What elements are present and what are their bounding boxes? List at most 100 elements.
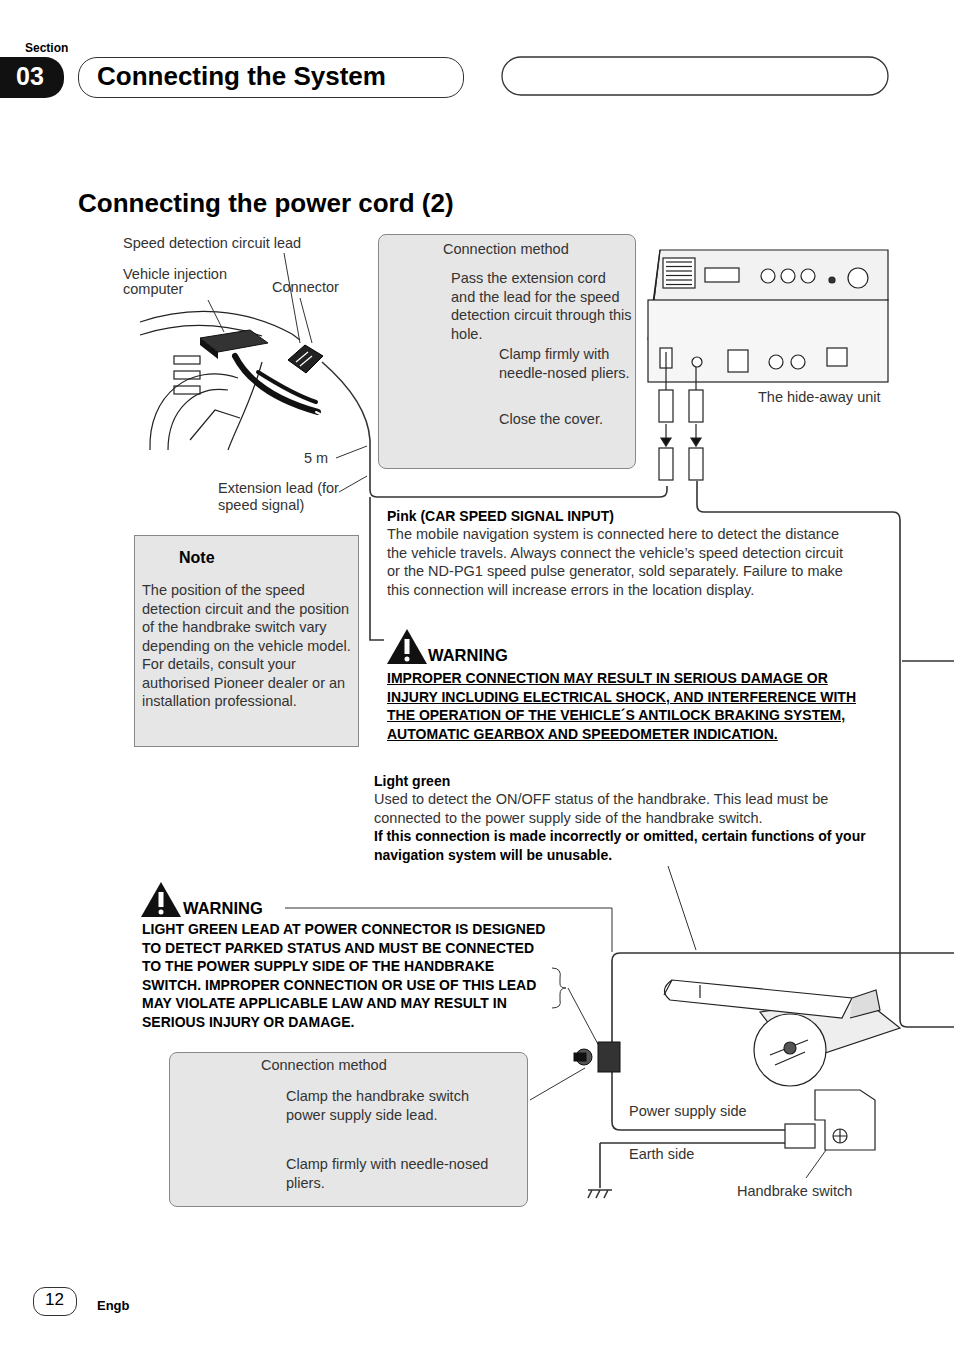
section-heading: Connecting the System — [97, 60, 457, 92]
handbrake-lever — [664, 980, 900, 1086]
leader-lines — [806, 1150, 826, 1178]
dashboard-sketch — [168, 389, 228, 450]
page-title: Connecting the power cord (2) — [78, 187, 598, 219]
leader-lines — [336, 446, 367, 458]
hide-away-unit — [663, 258, 695, 288]
step-text: Close the cover. — [499, 410, 633, 429]
light-green-wire — [612, 953, 954, 1130]
hide-away-unit — [827, 348, 847, 366]
hide-away-unit — [728, 350, 748, 372]
dashboard-sketch — [174, 371, 200, 379]
section-number-text: 03 — [16, 60, 60, 92]
body-text: Used to detect the ON/OFF status of the … — [374, 790, 874, 827]
warning-icon — [159, 910, 164, 915]
handbrake-lever — [754, 1014, 826, 1086]
light-green-wire — [588, 1190, 612, 1198]
wire-tap-clamp — [574, 1042, 620, 1072]
speed-connector — [296, 352, 312, 366]
hide-away-unit — [666, 266, 692, 267]
leader-lines — [339, 476, 367, 492]
power-plug — [666, 352, 696, 390]
handbrake-lever — [664, 980, 852, 1018]
handbrake-switch — [815, 1090, 875, 1150]
handbrake-lever — [770, 1040, 808, 1065]
light-green-wire — [600, 1143, 785, 1188]
hide-away-unit — [666, 275, 692, 276]
harness-cable — [258, 372, 316, 402]
power-plug — [691, 438, 701, 446]
step-text: Clamp firmly with needle-nosed pliers. — [499, 345, 633, 382]
hide-away-unit — [781, 269, 795, 283]
speed-wire — [370, 497, 384, 640]
dashboard-sketch — [140, 311, 292, 334]
power-plug — [659, 448, 673, 480]
handbrake-switch — [785, 1124, 815, 1148]
wire-tap-clamp — [598, 1042, 620, 1072]
power-plug — [659, 352, 703, 480]
hide-away-unit — [648, 250, 888, 382]
hide-away-unit — [692, 357, 702, 367]
part-label: The hide-away unit — [758, 388, 898, 407]
hide-away-unit — [801, 269, 815, 283]
connection-method-panel: Connection methodClamp the handbrake swi… — [169, 1052, 528, 1207]
harness-cable — [316, 412, 320, 414]
signal-name: Pink (CAR SPEED SIGNAL INPUT) — [387, 507, 687, 526]
hide-away-unit — [666, 261, 692, 262]
light-green-wire — [530, 988, 600, 1100]
part-label: Vehicle injection computer — [123, 267, 243, 297]
part-label: Speed detection circuit lead — [123, 234, 323, 253]
hide-away-unit — [666, 279, 692, 280]
handbrake-switch — [785, 1090, 875, 1150]
injection-computer — [200, 338, 218, 359]
warning-icon — [405, 639, 410, 654]
power-plug — [659, 390, 673, 422]
warning-heading: WARNING — [183, 899, 303, 918]
dashboard-sketch — [174, 356, 200, 364]
panel-heading: Connection method — [443, 240, 623, 259]
hide-away-unit — [666, 270, 692, 271]
warning-icon — [405, 657, 410, 662]
leader-lines — [284, 253, 300, 343]
leader-lines — [300, 298, 312, 343]
hide-away-unit — [666, 284, 692, 285]
note-text: The position of the speed detection circ… — [142, 581, 354, 711]
light-green-wire — [285, 481, 954, 1198]
panel-heading: Connection method — [261, 1056, 461, 1075]
section-label: Section — [25, 39, 105, 58]
hide-away-unit — [648, 300, 888, 382]
note-heading: Note — [179, 549, 299, 568]
step-text: Clamp firmly with needle-nosed pliers. — [286, 1155, 522, 1192]
section-header-bar: Connecting the System — [78, 57, 464, 98]
leader-lines — [668, 866, 696, 950]
hide-away-unit — [769, 355, 783, 369]
part-label: Earth side — [629, 1145, 749, 1164]
warning-heading: WARNING — [428, 646, 548, 665]
section-number: 03 — [0, 57, 64, 98]
connection-method-panel: Connection methodPass the extension cord… — [378, 234, 636, 469]
warning-text: IMPROPER CONNECTION MAY RESULT IN SERIOU… — [387, 669, 859, 743]
speed-connector — [288, 345, 323, 373]
part-label: Power supply side — [629, 1102, 779, 1121]
wire-tap-clamp — [574, 1053, 586, 1061]
page-number: 12 — [45, 1290, 69, 1310]
power-plug — [661, 438, 671, 446]
hide-away-unit — [848, 268, 868, 288]
hide-away-unit — [666, 262, 692, 285]
hide-away-unit — [791, 355, 805, 369]
leader-lines — [208, 300, 224, 332]
handbrake-lever — [850, 990, 880, 1018]
handbrake-lever — [664, 980, 700, 998]
warning-icon — [159, 892, 164, 907]
dimension: 5 m — [304, 449, 344, 468]
handbrake-switch — [833, 1129, 847, 1143]
handbrake-lever — [784, 1042, 796, 1054]
emphasis-text: If this connection is made incorrectly o… — [374, 827, 884, 864]
part-label: Extension lead (for speed signal) — [218, 480, 340, 514]
speed-connector — [288, 345, 323, 373]
warning-text: LIGHT GREEN LEAD AT POWER CONNECTOR IS D… — [142, 920, 557, 1031]
step-text: Clamp the handbrake switch power supply … — [286, 1087, 512, 1124]
hide-away-unit — [829, 277, 835, 283]
header-blank-bar — [502, 57, 888, 95]
handbrake-switch — [833, 1129, 847, 1143]
dashboard-sketch — [150, 374, 238, 450]
